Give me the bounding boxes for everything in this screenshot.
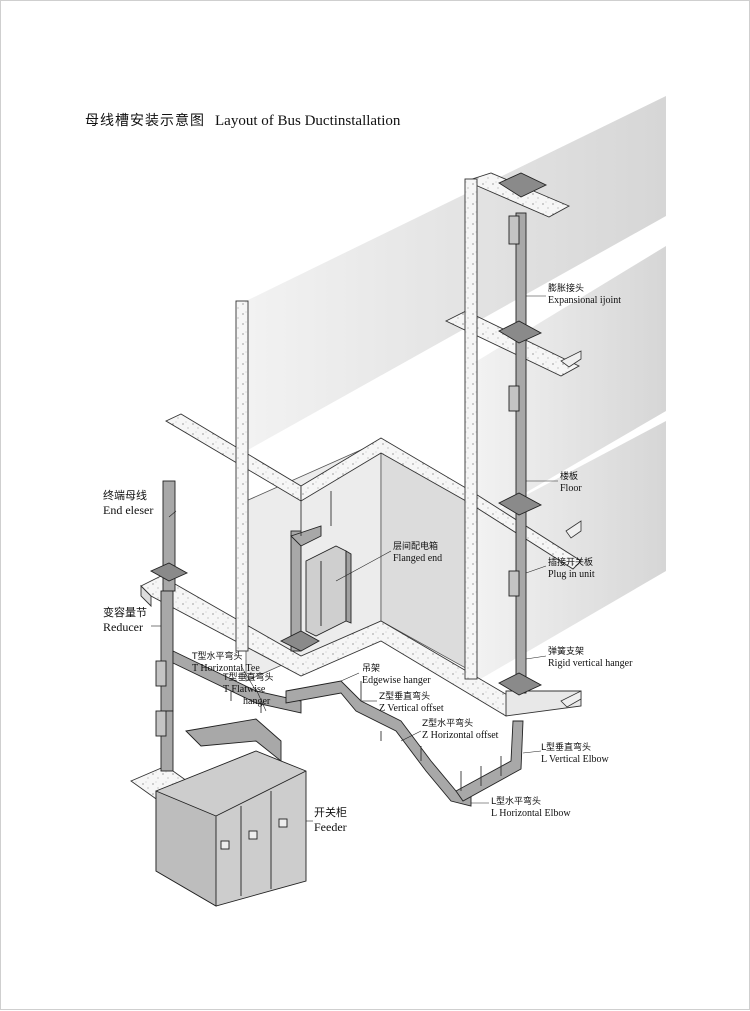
right-column (464, 178, 478, 680)
right-slab-lip (505, 690, 582, 717)
title-zh: 母线槽安装示意图 (85, 113, 205, 129)
reducer-label: 变容量节 Reducer (103, 606, 147, 634)
flanged-riser (290, 530, 302, 652)
upper-wall (246, 96, 666, 451)
left-column (235, 300, 249, 652)
l-vertical-elbow-label: L型垂直弯头 L Vertical Elbow (541, 743, 609, 765)
expansion-joint-label: 膨胀接头 Expansional ijoint (548, 284, 622, 306)
wall-edge-tubes (560, 350, 582, 708)
vertical-riser-right (515, 212, 527, 694)
feeder-duct-top (185, 718, 282, 762)
plug-in-boxes (155, 215, 520, 737)
run-to-vertical-elbow (455, 720, 524, 802)
page-title: 母线槽安装示意图 Layout of Bus Ductinstallation (85, 110, 400, 130)
floor-label: 楼板 Floor (560, 472, 582, 494)
rigid-vertical-hanger-label: 弹簧支架 Rigid vertical hanger (548, 647, 633, 669)
plug-in-unit-label: 插接开关板 Plug in unit (548, 558, 595, 580)
columns (235, 178, 478, 680)
z-vertical-offset-label: Z型垂直弯头 Z Vertical offset (379, 692, 444, 714)
vertical-riser-left (160, 590, 174, 712)
horizontal-run-main (285, 680, 472, 807)
feeder-label: 开关柜 Feeder (314, 806, 347, 834)
flanged-end-label: 层间配电箱 Flanged end (393, 542, 443, 564)
flanged-connector (290, 525, 322, 547)
t-horizontal-tee-label: T型水平弯头 T Horizontal Tee (192, 652, 260, 674)
title-en: Layout of Bus Ductinstallation (215, 113, 401, 129)
edgewise-hanger-label: 吊架 Edgewise hanger (362, 664, 431, 686)
t-flatwise-hanger-label: T型垂直弯头 T Flatwise hanger (223, 673, 274, 707)
leader-lines (151, 295, 558, 822)
z-horizontal-offset-label: Z型水平弯头 Z Horizontal offset (422, 719, 499, 741)
hangers (230, 491, 502, 791)
feeder-switchgear (155, 750, 307, 907)
bus-duct (160, 212, 527, 807)
floor-distribution-cabinet (305, 545, 352, 637)
end-closer-label: 终端母线 End eleser (103, 489, 154, 517)
lower-floor-slab-front (140, 584, 152, 608)
floor-base-plates (149, 172, 548, 696)
l-horizontal-elbow-label: L型水平弯头 L Horizontal Elbow (491, 797, 571, 819)
